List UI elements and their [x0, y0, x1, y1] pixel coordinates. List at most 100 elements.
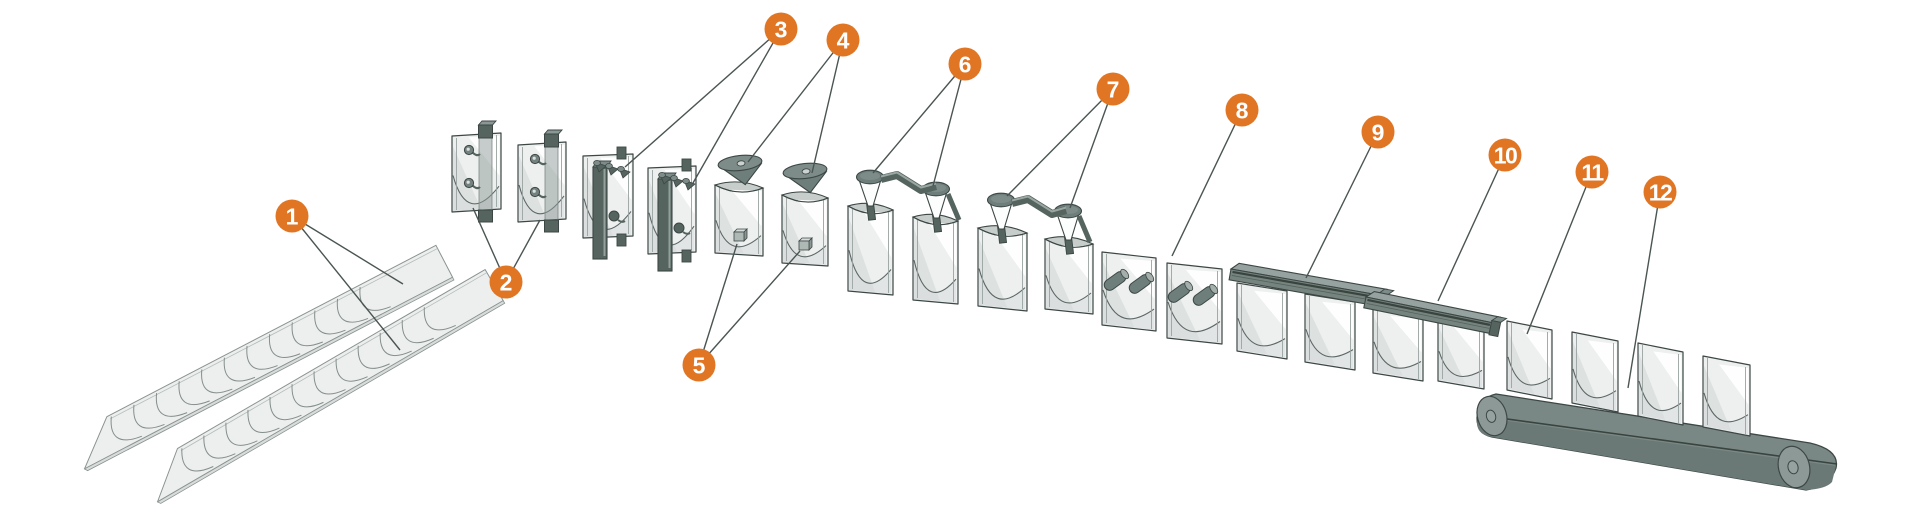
stretch-roller-icon — [1103, 268, 1130, 291]
callout-6: 6 — [948, 47, 982, 81]
nozzle-arm-2 — [1011, 195, 1093, 243]
pouch-station-stretch-2 — [1166, 262, 1223, 345]
leader-line-9 — [1305, 131, 1379, 279]
callout-3: 3 — [764, 12, 798, 46]
callout-number: 8 — [1236, 97, 1249, 123]
callout-number: 1 — [286, 203, 299, 229]
leader-line-8 — [1171, 109, 1243, 257]
callout-circle — [1096, 72, 1130, 106]
callout-number: 2 — [500, 269, 513, 295]
conveyor-roller-left — [1476, 395, 1508, 437]
pouch-station-funnel-2 — [780, 162, 830, 267]
conveyor-roller-right — [1777, 445, 1811, 489]
callout-circle — [948, 47, 982, 81]
pouch-station-clamp-2 — [517, 129, 567, 233]
finished-pouch-4 — [1702, 355, 1751, 437]
opening-gripper-icon — [593, 160, 607, 173]
leader-line-5 — [698, 250, 801, 366]
dosed-solid-cube — [733, 228, 748, 242]
callout-10: 10 — [1488, 138, 1522, 172]
callout-12: 12 — [1643, 175, 1677, 209]
callout-4: 4 — [826, 23, 860, 57]
callout-circle — [682, 348, 716, 382]
pouch-station-fill-2a — [976, 192, 1029, 312]
finished-pouch-2 — [1571, 331, 1619, 413]
callout-1: 1 — [275, 199, 309, 233]
pouch-clamp-icon — [529, 186, 547, 199]
callout-circle — [764, 12, 798, 46]
callout-badges: 1 2 3 4 5 6 7 8 9 10 11 12 — [275, 12, 1677, 382]
film-web-2 — [156, 269, 506, 504]
callout-number: 11 — [1581, 159, 1604, 185]
callout-circle — [826, 23, 860, 57]
pouch-station-funnel-1 — [713, 154, 765, 257]
pouch-station-seal-1b — [1304, 293, 1356, 371]
callout-circle — [1225, 93, 1259, 127]
callout-circle — [1575, 155, 1609, 189]
leader-line-3 — [624, 28, 782, 168]
callout-number: 6 — [959, 51, 972, 77]
callout-2: 2 — [489, 265, 523, 299]
filling-nozzle-icon — [855, 169, 885, 221]
discharge-conveyor — [1476, 393, 1838, 491]
callout-11: 11 — [1575, 155, 1609, 189]
opening-gripper-icon — [670, 175, 684, 188]
stretch-roller-icon — [1192, 283, 1219, 306]
leader-line-1 — [291, 215, 401, 351]
leader-line-12 — [1627, 191, 1661, 389]
callout-circle — [489, 265, 523, 299]
filling-nozzle-icon — [986, 192, 1016, 244]
opening-funnel-icon — [782, 162, 828, 194]
pouch-station-clamp-1 — [451, 120, 502, 223]
callout-7: 7 — [1096, 72, 1130, 106]
callout-circle — [1361, 115, 1395, 149]
pouch-clamp-icon — [463, 144, 481, 157]
opening-gripper-icon — [682, 178, 696, 191]
leader-line-3 — [692, 28, 782, 184]
seal-bar-2 — [1363, 290, 1508, 338]
leader-line-6 — [932, 63, 966, 187]
pouch-station-stretch-1 — [1101, 251, 1157, 332]
pouch-station-fill-2b — [1043, 203, 1095, 315]
leader-line-5 — [698, 243, 738, 366]
callout-circle — [1488, 138, 1522, 172]
leader-line-1 — [291, 215, 404, 285]
opening-gripper-icon — [617, 166, 631, 179]
leader-line-4 — [811, 39, 844, 174]
callout-number: 7 — [1107, 76, 1120, 102]
callout-number: 4 — [837, 27, 850, 53]
stretch-roller-icon — [1128, 271, 1155, 294]
leader-line-11 — [1526, 171, 1593, 335]
callout-number: 12 — [1649, 179, 1672, 205]
pouch-station-seal-2b — [1437, 318, 1485, 390]
finished-pouch-1 — [1506, 320, 1553, 400]
pouch-station-fill-1a — [846, 169, 895, 296]
callout-circle — [1643, 175, 1677, 209]
callout-circle — [275, 199, 309, 233]
pouch-station-seal-2a — [1372, 307, 1424, 382]
pouch-clamp-icon — [529, 153, 547, 166]
callout-number: 9 — [1372, 119, 1385, 145]
nozzle-arm-1 — [880, 171, 962, 221]
leader-line-6 — [872, 63, 966, 174]
callout-8: 8 — [1225, 93, 1259, 127]
pouch-station-gripper-1 — [582, 146, 634, 260]
callout-9: 9 — [1361, 115, 1395, 149]
opening-gripper-icon — [605, 163, 619, 176]
leader-line-7 — [1006, 88, 1114, 197]
opening-gripper-icon — [658, 172, 672, 185]
pouch-station-seal-1a — [1236, 282, 1288, 360]
leader-line-4 — [747, 39, 844, 163]
leader-line-7 — [1069, 88, 1114, 209]
callout-number: 3 — [775, 16, 788, 42]
callout-5: 5 — [682, 348, 716, 382]
pouch-clamp-icon — [463, 177, 481, 190]
dosed-solid-cube — [798, 237, 813, 251]
leader-line-10 — [1437, 154, 1506, 302]
callout-number: 10 — [1494, 142, 1517, 168]
finished-pouch-3 — [1637, 342, 1684, 426]
callout-number: 5 — [693, 352, 706, 378]
stretch-roller-icon — [1167, 280, 1194, 303]
